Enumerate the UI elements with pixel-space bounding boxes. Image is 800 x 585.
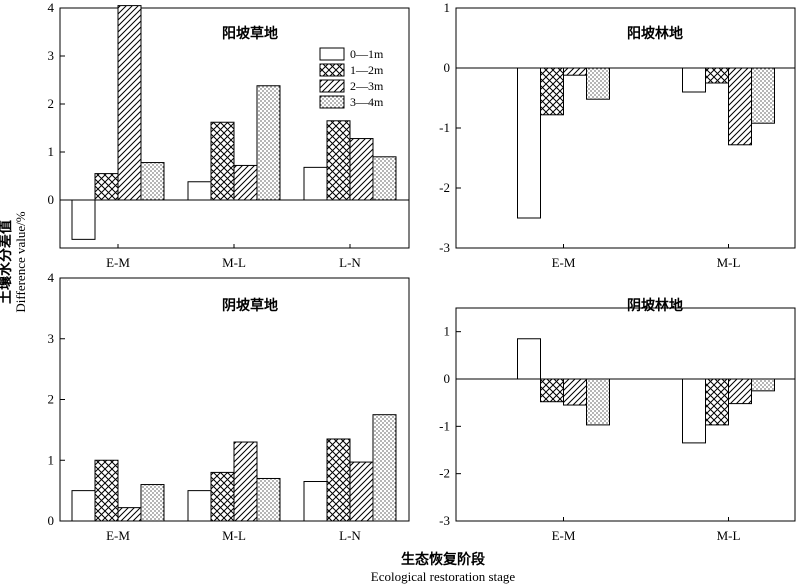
x-tick-label: M-L xyxy=(717,528,741,543)
bar-e-m-4 xyxy=(140,484,165,522)
x-axis-title-cn: 生态恢复阶段 xyxy=(401,551,485,568)
bar-m-l-1 xyxy=(682,67,706,93)
bar-l-n-2 xyxy=(326,438,351,522)
y-axis-title: 土壤水分差值 Difference value/% xyxy=(0,211,28,312)
legend-label-1: 0—1m xyxy=(350,47,384,61)
legend: 0—1m 1—2m 2—3m 3—4m xyxy=(319,47,384,109)
bar-e-m-2 xyxy=(94,459,119,522)
y-tick-label: -1 xyxy=(439,120,450,135)
y-tick-label: 1 xyxy=(48,144,55,159)
legend-swatch-1 xyxy=(319,47,345,61)
panel-title: 阴坡草地 xyxy=(222,297,278,314)
y-tick-label: -1 xyxy=(439,418,450,433)
x-axis-title-en: Ecological restoration stage xyxy=(371,569,516,584)
bar-l-n-3 xyxy=(349,461,374,522)
y-tick-label: 3 xyxy=(48,48,55,63)
legend-swatch-3 xyxy=(319,79,345,93)
bar-m-l-3 xyxy=(728,378,752,405)
bar-e-m-3 xyxy=(563,67,587,76)
panel-4: -3 -2 -1 0 1E-M M-L 阴坡林地 xyxy=(439,297,796,543)
legend-label-3: 2—3m xyxy=(350,79,384,93)
bar-m-l-2 xyxy=(210,471,235,522)
y-tick-label: 1 xyxy=(48,452,55,467)
x-tick-label: E-M xyxy=(106,528,130,543)
x-tick-label: L-N xyxy=(339,255,361,270)
bar-e-m-3 xyxy=(563,378,587,406)
bar-m-l-1 xyxy=(682,378,706,444)
bar-e-m-2 xyxy=(540,67,564,116)
y-axis-title-cn: 土壤水分差值 xyxy=(0,220,14,304)
y-tick-label: -2 xyxy=(439,466,450,481)
x-tick-label: E-M xyxy=(106,255,130,270)
bar-l-n-3 xyxy=(349,138,374,201)
panel-2: -3 -2 -1 0 1E-M M-L 阳坡林地 xyxy=(439,0,796,270)
bar-e-m-3 xyxy=(117,5,142,201)
bar-l-n-2 xyxy=(326,120,351,201)
bar-m-l-3 xyxy=(728,67,752,146)
bar-e-m-2 xyxy=(540,378,564,403)
x-tick-label: E-M xyxy=(552,255,576,270)
x-tick-label: M-L xyxy=(717,255,741,270)
y-tick-label: -3 xyxy=(439,513,450,528)
plot-frame xyxy=(455,307,796,522)
bar-m-l-3 xyxy=(233,164,258,201)
y-tick-label: 3 xyxy=(48,331,55,346)
bar-m-l-2 xyxy=(210,121,235,201)
bar-l-n-4 xyxy=(372,156,397,201)
y-tick-label: 0 xyxy=(444,371,451,386)
y-tick-label: 4 xyxy=(48,0,55,15)
bar-m-l-3 xyxy=(233,441,258,522)
bar-m-l-2 xyxy=(705,378,729,426)
y-axis-title-en: Difference value/% xyxy=(13,211,28,312)
bar-e-m-4 xyxy=(586,378,610,426)
y-tick-label: 2 xyxy=(48,96,55,111)
bar-e-m-3 xyxy=(117,507,142,522)
x-tick-label: E-M xyxy=(552,528,576,543)
y-tick-label: 1 xyxy=(444,324,451,339)
bar-m-l-4 xyxy=(256,85,281,201)
bar-m-l-4 xyxy=(751,67,775,124)
legend-label-2: 1—2m xyxy=(350,63,384,77)
bar-m-l-4 xyxy=(256,477,281,522)
x-tick-label: M-L xyxy=(222,255,246,270)
y-tick-label: -2 xyxy=(439,180,450,195)
bar-e-m-4 xyxy=(140,162,165,201)
bar-l-n-1 xyxy=(303,166,328,201)
bar-m-l-1 xyxy=(187,490,212,522)
bar-e-m-1 xyxy=(71,199,96,240)
panel-title: 阳坡草地 xyxy=(222,25,278,42)
y-tick-label: 0 xyxy=(48,513,55,528)
y-tick-label: -3 xyxy=(439,240,450,255)
y-tick-label: 0 xyxy=(444,60,451,75)
y-tick-label: 0 xyxy=(48,192,55,207)
panel-title: 阳坡林地 xyxy=(627,25,683,42)
panel-1: 0 1 2 3 4E-M M-L L-N 阳坡草地 0—1m 1—2m 2—3m 3—4m xyxy=(48,0,410,270)
bar-m-l-2 xyxy=(705,67,729,84)
bar-e-m-1 xyxy=(71,490,96,522)
legend-swatch-4 xyxy=(319,95,345,109)
bar-l-n-1 xyxy=(303,481,328,522)
bar-e-m-2 xyxy=(94,173,119,201)
x-tick-label: L-N xyxy=(339,528,361,543)
legend-label-4: 3—4m xyxy=(350,95,384,109)
bar-l-n-4 xyxy=(372,414,397,522)
bar-m-l-4 xyxy=(751,378,775,392)
bar-m-l-1 xyxy=(187,181,212,201)
bar-e-m-1 xyxy=(517,338,541,380)
bar-e-m-1 xyxy=(517,67,541,219)
x-tick-label: M-L xyxy=(222,528,246,543)
legend-swatch-2 xyxy=(319,63,345,77)
y-tick-label: 1 xyxy=(444,0,451,15)
panel-3: 0 1 2 3 4E-M M-L L-N 阴坡草地 xyxy=(48,270,410,543)
panel-title: 阴坡林地 xyxy=(627,297,683,314)
bar-e-m-4 xyxy=(586,67,610,100)
y-tick-label: 4 xyxy=(48,270,55,285)
y-tick-label: 2 xyxy=(48,392,55,407)
